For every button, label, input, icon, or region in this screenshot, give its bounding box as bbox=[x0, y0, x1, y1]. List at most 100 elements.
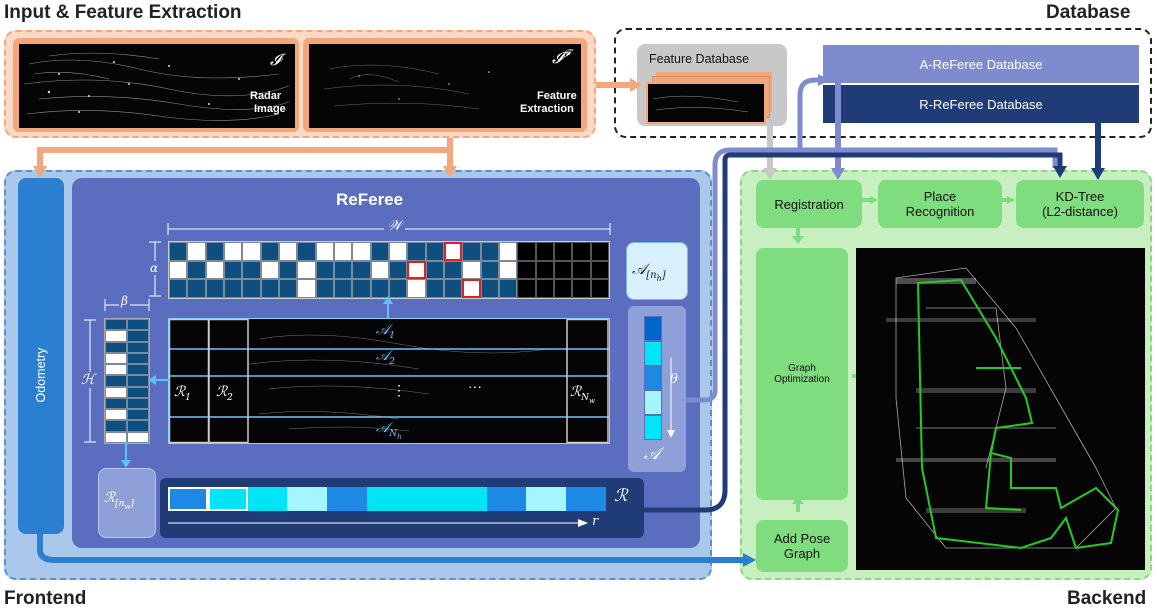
grid-up-arrow bbox=[383, 296, 393, 320]
beta-cell bbox=[127, 319, 149, 331]
grid-cell bbox=[260, 260, 279, 280]
grid-cell bbox=[279, 279, 298, 298]
a-nh-row-sub-1: N bbox=[389, 428, 398, 439]
grid-cell bbox=[572, 279, 591, 298]
grid-cell bbox=[297, 260, 316, 280]
r-direction-arrow bbox=[168, 519, 588, 527]
beta-cell bbox=[127, 386, 149, 398]
radar-image-texture bbox=[23, 52, 290, 121]
grid-cell bbox=[480, 260, 499, 280]
grid-cell bbox=[407, 260, 426, 280]
add-pose-graph-line-1: Add Pose bbox=[773, 531, 831, 546]
a-2-sub: 2 bbox=[389, 356, 395, 367]
grid-cell bbox=[389, 242, 408, 261]
beta-cell bbox=[105, 420, 127, 432]
grid-cell bbox=[590, 260, 609, 280]
input-section-title: Input & Feature Extraction bbox=[4, 2, 242, 23]
radar-image bbox=[19, 44, 295, 128]
grid-cell bbox=[315, 279, 334, 298]
beta-cell bbox=[127, 431, 149, 443]
grid-cell bbox=[444, 242, 463, 261]
a-nh-row-symbol: 𝒜 bbox=[376, 420, 390, 436]
map-image bbox=[856, 248, 1145, 570]
a-1-sub: 1 bbox=[389, 330, 395, 341]
a-nh-sub-3: ] bbox=[661, 270, 666, 281]
grid-cell bbox=[389, 279, 408, 298]
beta-cell bbox=[127, 420, 149, 432]
grid-cell bbox=[297, 279, 316, 298]
radar-image-label-1: Radar bbox=[250, 90, 282, 102]
grid-cell bbox=[425, 279, 444, 298]
grid-cell bbox=[224, 260, 243, 280]
grid-cell bbox=[444, 260, 463, 280]
kdtree-line-2: (L2-distance) bbox=[1042, 204, 1118, 219]
r-nw-sub-1: [n bbox=[115, 498, 125, 509]
grid-cell bbox=[572, 260, 591, 280]
grid-cell bbox=[590, 279, 609, 298]
r-vector bbox=[168, 487, 606, 511]
feature-database-label: Feature Database bbox=[649, 52, 750, 66]
beta-cell bbox=[105, 386, 127, 398]
r-vector-cell bbox=[367, 487, 407, 511]
a-vector-cell bbox=[644, 316, 662, 341]
beta-cell bbox=[127, 341, 149, 353]
grid-cell bbox=[517, 242, 536, 261]
a-2-label: 𝒜2 bbox=[376, 348, 395, 367]
grid-cell bbox=[169, 279, 188, 298]
grid-cell bbox=[334, 279, 353, 298]
r-vector-cell bbox=[207, 487, 248, 511]
grid-cell bbox=[535, 242, 554, 261]
beta-cell bbox=[105, 397, 127, 410]
r-vector-cell bbox=[168, 487, 208, 511]
r-vector-cell bbox=[406, 487, 447, 511]
beta-cell bbox=[127, 364, 149, 376]
grid-cell bbox=[480, 242, 499, 261]
r-nw-box bbox=[98, 468, 156, 538]
r-nw-col-symbol: ℛ bbox=[570, 384, 582, 400]
grid-cell bbox=[205, 260, 224, 280]
a-nh-row-sub-2: h bbox=[397, 432, 402, 441]
grid-cell bbox=[242, 279, 261, 298]
grid-cell bbox=[499, 242, 518, 261]
h-symbol: ℋ bbox=[81, 372, 95, 388]
grid-cell bbox=[462, 279, 481, 298]
database-section-title: Database bbox=[1046, 2, 1131, 23]
r-vector-cell bbox=[446, 487, 487, 511]
backend-arrows bbox=[792, 196, 1015, 512]
a-nh-symbol: 𝒜 bbox=[632, 260, 647, 278]
r-direction-symbol: r bbox=[592, 514, 599, 529]
feature-db-texture bbox=[652, 95, 749, 113]
grid-cell bbox=[260, 242, 279, 261]
feature-image bbox=[309, 44, 581, 128]
feature-extraction-label-1: Feature bbox=[537, 90, 577, 102]
grid-cell bbox=[279, 242, 298, 261]
r-vector-cell bbox=[566, 487, 606, 511]
beta-cell bbox=[105, 431, 127, 443]
beta-cell bbox=[105, 364, 127, 376]
add-pose-graph-box: Add Pose Graph bbox=[756, 520, 848, 572]
a-nh-sub-1: [n bbox=[646, 270, 657, 281]
r-nw-sub-2: w bbox=[124, 502, 131, 511]
grid-cell bbox=[517, 260, 536, 280]
beta-cell bbox=[127, 409, 149, 421]
grid-cell bbox=[187, 279, 206, 298]
grid-cell bbox=[590, 242, 609, 261]
grid-cell bbox=[554, 242, 573, 261]
r-1-label: ℛ1 bbox=[174, 384, 191, 403]
grid-cell bbox=[187, 260, 206, 280]
beta-cell bbox=[127, 352, 149, 365]
backend-section-title: Backend bbox=[1067, 588, 1147, 609]
a-vector bbox=[644, 316, 662, 440]
map-image-texture bbox=[886, 267, 1120, 550]
a-vector-label: 𝒜 bbox=[644, 444, 661, 464]
vertical-dots: ⋮ bbox=[392, 382, 406, 398]
alpha-symbol: α bbox=[150, 261, 159, 275]
place-recognition-line-1: Place bbox=[923, 189, 957, 204]
grid-cell bbox=[370, 279, 389, 298]
theta-arrow bbox=[667, 358, 675, 438]
r-vector-cell bbox=[327, 487, 368, 511]
r-vector-cell bbox=[526, 487, 567, 511]
radar-image-symbol: 𝓘 bbox=[270, 50, 281, 69]
a-vector-cell bbox=[644, 365, 662, 391]
a-referee-database: A-ReFeree Database bbox=[823, 45, 1139, 83]
